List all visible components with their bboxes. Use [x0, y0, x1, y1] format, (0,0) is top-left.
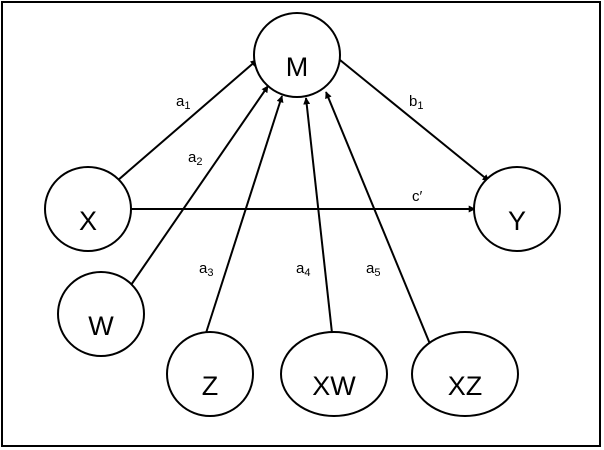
node-x-label: X — [79, 206, 97, 236]
edge-label-b1: b1 — [409, 93, 423, 112]
edge-label-c-prime: c′ — [412, 188, 423, 205]
node-z-label: Z — [202, 371, 219, 401]
node-x: X — [44, 166, 132, 252]
node-xw: XW — [280, 331, 388, 417]
edge-m-to-y — [339, 59, 490, 182]
node-z: Z — [166, 331, 254, 417]
node-w: W — [57, 271, 145, 357]
node-w-label: W — [88, 311, 114, 341]
node-m-label: M — [286, 52, 309, 82]
nodes-layer: M X Y W Z XW XZ — [44, 12, 561, 417]
edge-x-to-m — [116, 59, 258, 182]
edge-z-to-m — [205, 95, 284, 334]
edge-label-a2: a2 — [188, 149, 202, 168]
node-y-label: Y — [508, 206, 526, 236]
node-y: Y — [473, 166, 561, 252]
edge-xz-to-m — [325, 91, 431, 345]
node-m: M — [253, 12, 341, 98]
edge-label-a4: a4 — [296, 260, 310, 279]
edge-label-a1: a1 — [176, 93, 190, 112]
node-xz: XZ — [411, 331, 519, 417]
edge-label-a3: a3 — [199, 260, 213, 279]
edge-w-to-m — [130, 85, 269, 286]
node-xz-label: XZ — [448, 371, 483, 401]
edge-labels-layer: a1 a2 a3 a4 a5 b1 c′ — [176, 93, 423, 279]
edge-label-a5: a5 — [366, 260, 380, 279]
node-xw-label: XW — [312, 371, 356, 401]
edge-xw-to-m — [303, 97, 333, 334]
edges-layer — [116, 59, 490, 345]
